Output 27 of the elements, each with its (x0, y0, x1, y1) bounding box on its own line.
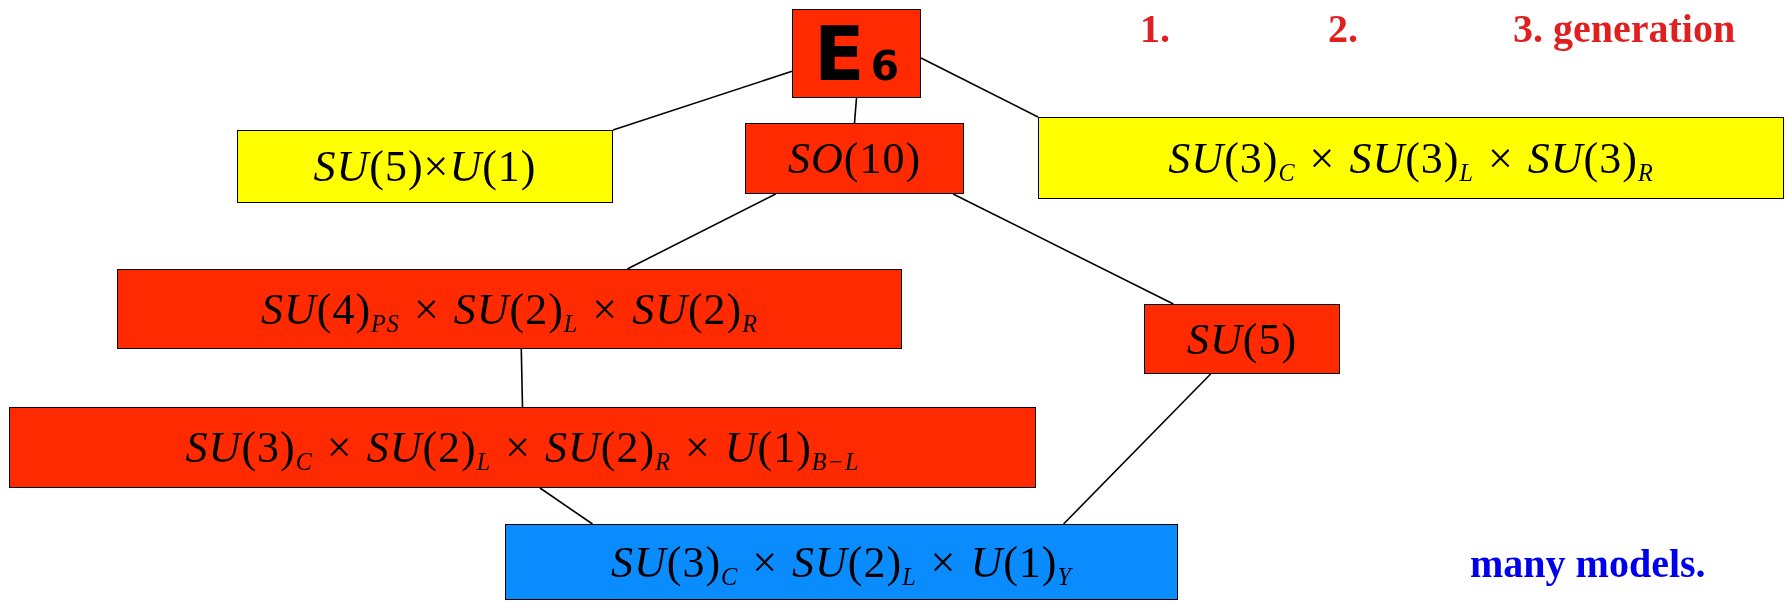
group-box (1144, 304, 1340, 374)
group-formula: SU(3)$_{C}$ × SU(3)$_{L}$ × SU(3)$_{R}$ (1168, 132, 1654, 184)
group-box (237, 130, 613, 203)
group-formula: SO(10) (787, 133, 922, 184)
group-box (1038, 117, 1784, 199)
connector-line (612, 70, 793, 131)
group-box (792, 9, 921, 98)
generation-heading: 3. generation (1513, 5, 1736, 52)
generation-number: 1. (1140, 5, 1170, 52)
group-box (745, 123, 964, 194)
connector-line (853, 97, 858, 124)
group-formula: SU(3)$_{C}$ × SU(2)$_{L}$ × U(1)$_{Y}$ (611, 536, 1072, 588)
generation-number: 2. (1328, 5, 1358, 52)
note-text: many models. (1470, 540, 1706, 587)
group-formula: SU(5)×U(1) (313, 141, 537, 192)
connector-line (920, 57, 1039, 118)
connector-line (626, 193, 777, 270)
group-formula: SU(3)$_{C}$ × SU(2)$_{L}$ × SU(2)$_{R}$ × U(1)$_{B−L}$ (185, 422, 860, 473)
connector-line (1062, 373, 1212, 525)
connector-line (952, 193, 1175, 305)
group-box (117, 269, 902, 349)
group-formula: SU(5) (1186, 313, 1298, 365)
group-box (505, 524, 1178, 600)
group-formula: SU(4)$_{PS}$ × SU(2)$_{L}$ × SU(2)$_{R}$ (260, 283, 758, 335)
connector-line (539, 487, 594, 525)
group-box (9, 407, 1036, 488)
connector-line (520, 348, 524, 408)
